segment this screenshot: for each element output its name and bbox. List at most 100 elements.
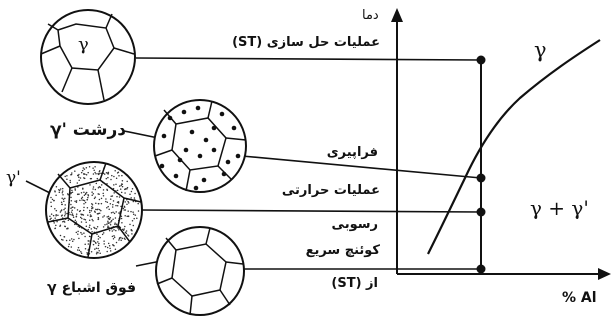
stipple-dot bbox=[61, 187, 64, 190]
stipple-dot bbox=[85, 191, 88, 194]
gamma-plus-gamma-prime-label: γ + γ' bbox=[530, 196, 589, 220]
stipple-dot bbox=[88, 240, 90, 242]
stipple-dot bbox=[122, 207, 125, 210]
stipple-dot bbox=[123, 206, 126, 208]
stipple-dot bbox=[82, 167, 85, 169]
point-aging bbox=[476, 207, 486, 217]
stipple-dot bbox=[98, 212, 101, 214]
stipple-dot bbox=[59, 211, 62, 213]
stipple-dot bbox=[70, 207, 72, 209]
stipple-dot bbox=[50, 213, 53, 215]
stipple-dot bbox=[123, 209, 125, 211]
stipple-dot bbox=[87, 228, 89, 231]
stipple-dot bbox=[74, 200, 76, 202]
stipple-dot bbox=[59, 234, 62, 237]
stipple-dot bbox=[120, 184, 122, 187]
stipple-dot bbox=[80, 221, 83, 223]
fine-gamma-prime-label: γ' bbox=[6, 168, 21, 188]
stipple-dot bbox=[80, 231, 82, 234]
stipple-dot bbox=[55, 185, 58, 188]
stipple-dot bbox=[66, 178, 68, 180]
stipple-dot bbox=[72, 206, 74, 208]
stipple-dot bbox=[124, 209, 127, 211]
stipple-dot bbox=[96, 226, 99, 228]
stipple-dot bbox=[85, 225, 88, 227]
stipple-dot bbox=[100, 209, 102, 212]
stipple-dot bbox=[97, 251, 99, 254]
stipple-dot bbox=[112, 243, 114, 246]
stipple-dot bbox=[115, 223, 118, 225]
stipple-dot bbox=[97, 202, 100, 205]
stipple-dot bbox=[109, 198, 112, 200]
stipple-dot bbox=[64, 175, 66, 178]
stipple-dot bbox=[83, 218, 85, 221]
point-solution-treatment bbox=[476, 55, 486, 65]
stipple-dot bbox=[49, 215, 51, 217]
stipple-dot bbox=[120, 215, 123, 217]
stipple-dot bbox=[81, 169, 84, 172]
stipple-dot bbox=[97, 244, 100, 247]
stipple-dot bbox=[96, 233, 98, 236]
stipple-dot bbox=[95, 247, 98, 249]
stipple-dot bbox=[83, 203, 85, 205]
stipple-dot bbox=[121, 237, 124, 240]
stipple-dot bbox=[91, 207, 94, 209]
stipple-dot bbox=[98, 173, 101, 175]
stipple-dot bbox=[96, 177, 99, 180]
stipple-dot bbox=[63, 221, 66, 223]
stipple-dot bbox=[113, 212, 116, 215]
stipple-dot bbox=[131, 187, 134, 190]
stipple-dot bbox=[137, 210, 140, 212]
stipple-dot bbox=[113, 234, 115, 237]
stipple-dot bbox=[62, 220, 64, 223]
stipple-dot bbox=[66, 193, 69, 195]
stipple-dot bbox=[132, 213, 135, 215]
stipple-dot bbox=[99, 186, 102, 189]
stipple-dot bbox=[76, 249, 79, 251]
stipple-dot bbox=[67, 245, 70, 248]
stipple-dot bbox=[132, 200, 135, 203]
stipple-dot bbox=[92, 243, 95, 246]
stipple-dot bbox=[121, 228, 124, 231]
stipple-dot bbox=[80, 197, 83, 200]
stipple-dot bbox=[121, 174, 123, 177]
stipple-dot bbox=[98, 242, 100, 245]
stipple-dot bbox=[113, 184, 115, 186]
stipple-dot bbox=[112, 203, 114, 206]
stipple-dot bbox=[72, 216, 75, 219]
stipple-dot bbox=[116, 195, 118, 198]
stipple-dot bbox=[93, 197, 96, 200]
stipple-dot bbox=[97, 208, 99, 210]
stipple-dot bbox=[61, 197, 63, 199]
stipple-dot bbox=[80, 251, 82, 253]
stipple-dot bbox=[81, 233, 83, 235]
stipple-dot bbox=[107, 225, 109, 227]
stipple-dot bbox=[98, 208, 101, 211]
stipple-dot bbox=[102, 232, 105, 234]
stipple-dot bbox=[119, 188, 122, 190]
stipple-dot bbox=[107, 242, 110, 245]
stipple-dot bbox=[54, 227, 56, 230]
stipple-dot bbox=[64, 225, 67, 228]
stipple-dot bbox=[122, 229, 125, 232]
microstructure-single-phase-gamma bbox=[40, 9, 136, 105]
stipple-dot bbox=[114, 222, 116, 224]
stipple-dot bbox=[120, 183, 123, 185]
stipple-dot bbox=[113, 175, 115, 178]
stipple-dot bbox=[74, 170, 76, 172]
stipple-dot bbox=[66, 228, 68, 230]
stipple-dot bbox=[82, 209, 85, 212]
stipple-dot bbox=[76, 209, 79, 211]
stipple-dot bbox=[95, 182, 98, 185]
stipple-dot bbox=[77, 230, 79, 233]
stipple-dot bbox=[68, 243, 70, 245]
stipple-dot bbox=[64, 197, 66, 200]
stipple-dot bbox=[95, 208, 97, 211]
stipple-dot bbox=[115, 229, 117, 232]
stipple-dot bbox=[81, 196, 84, 199]
stipple-dot bbox=[70, 246, 73, 248]
stipple-dot bbox=[89, 215, 92, 218]
stipple-dot bbox=[64, 211, 67, 213]
stipple-dot bbox=[111, 195, 114, 197]
stipple-dot bbox=[73, 238, 75, 241]
